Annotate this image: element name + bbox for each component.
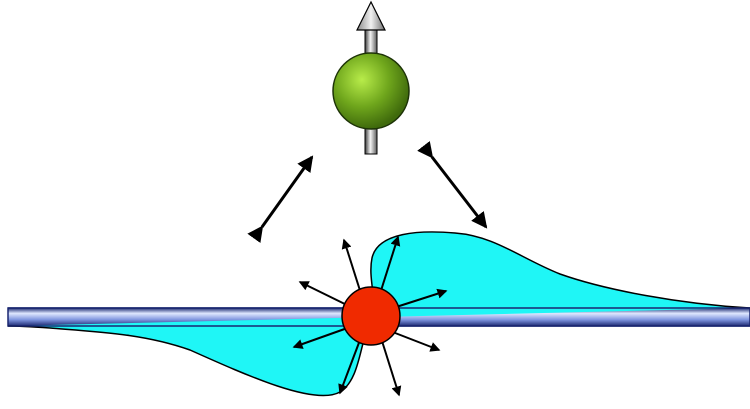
radial-arrow-down-right: [381, 340, 402, 397]
left-coupling-arrow: [247, 155, 314, 244]
electron: [341, 286, 401, 346]
radial-arrow-right-down: [389, 330, 441, 352]
radial-arrow-down-left: [338, 339, 361, 395]
radial-arrow-right-up: [389, 288, 448, 310]
electron-radial-arrows: [292, 235, 448, 397]
spin-arrow-head: [356, 0, 386, 31]
spin: [332, 52, 410, 130]
radial-arrow-left-down: [292, 325, 354, 349]
right-coupling-arrow: [417, 141, 488, 229]
